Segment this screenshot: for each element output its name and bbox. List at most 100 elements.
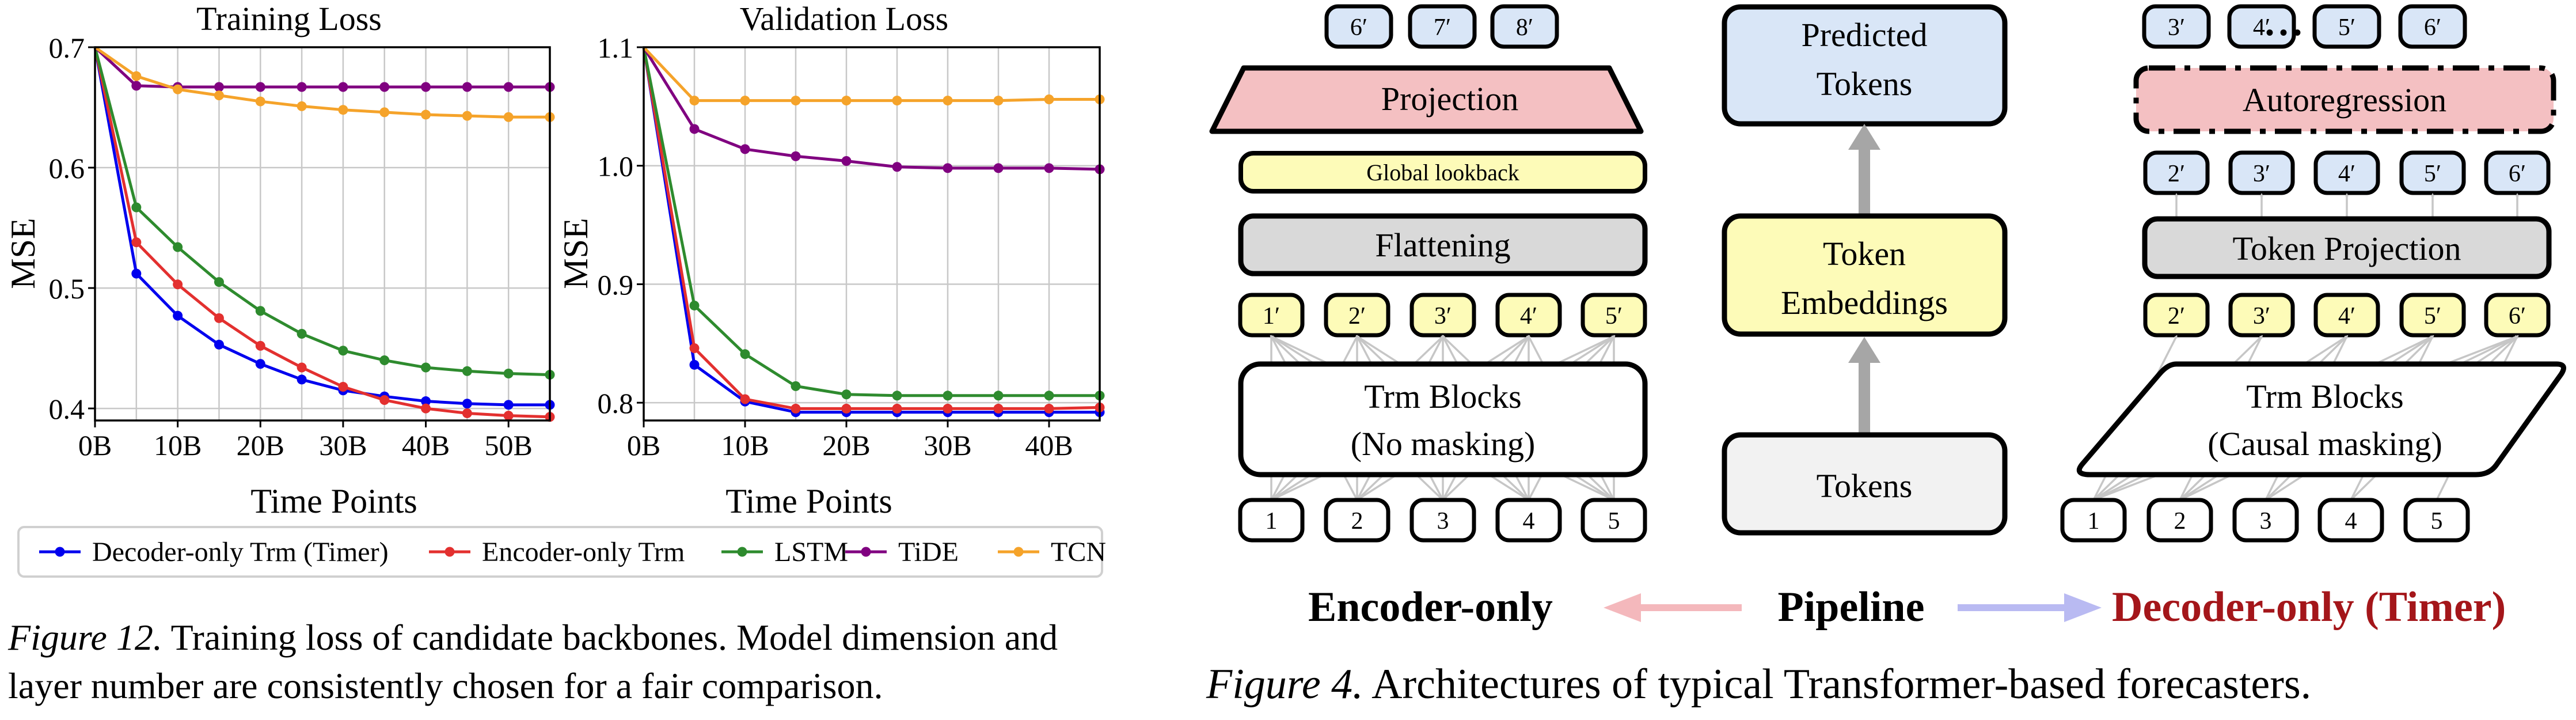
data-point — [503, 112, 514, 122]
plot-frame — [643, 46, 1101, 422]
token-box — [2232, 498, 2299, 543]
data-point — [689, 300, 700, 310]
legend-entry: Encoder-only Trm — [482, 537, 685, 567]
series-line-3 — [94, 46, 550, 89]
data-point — [740, 96, 750, 106]
series-line-0 — [642, 47, 1100, 414]
global-lookback-block — [1238, 151, 1647, 194]
encoder-hidden-tokens: 1′2′3′4′5′ — [1238, 293, 1647, 338]
token-label: 5 — [1608, 508, 1620, 535]
series-line-1 — [93, 47, 550, 419]
x-tick-label: 30B — [319, 429, 367, 461]
pipeline-architecture: Predicted Tokens Token Embeddings Tokens — [1722, 4, 2008, 536]
data-point — [214, 277, 224, 287]
data-point — [379, 355, 390, 365]
data-point — [462, 408, 472, 418]
trm-blocks-label: Trm Blocks — [1364, 378, 1521, 415]
data-point — [255, 306, 265, 316]
caption-text: Training loss of candidate backbones. Mo… — [8, 617, 1058, 706]
data-point — [993, 403, 1004, 414]
data-point — [1044, 163, 1054, 173]
y-tick-label: 1.0 — [598, 150, 634, 183]
decoder-arrowhead — [2064, 593, 2102, 622]
data-point — [993, 391, 1004, 401]
legend-entry: LSTM — [774, 537, 848, 567]
data-point — [740, 349, 750, 359]
y-tick-label: 0.6 — [49, 152, 85, 184]
data-point — [421, 362, 431, 373]
x-tick-label: 0B — [627, 429, 660, 461]
y-tick-label: 0.8 — [598, 387, 634, 419]
data-point — [689, 343, 700, 354]
token-label: 3 — [1437, 508, 1449, 535]
token-box — [2146, 498, 2213, 543]
y-tick-label: 0.7 — [49, 32, 85, 64]
y-tick-label: 1.1 — [598, 32, 634, 64]
decoder-autoregressive-tokens: 2′3′4′5′6′ — [2143, 150, 2551, 195]
data-point — [421, 403, 431, 414]
data-point — [214, 82, 224, 92]
data-point — [503, 411, 514, 421]
token-label: 2′ — [2168, 303, 2185, 329]
trm-blocks-no-masking — [1238, 361, 1648, 478]
data-point — [462, 82, 472, 92]
data-point — [338, 82, 348, 92]
pipeline-arrowhead-upper — [1848, 124, 1880, 150]
x-tick-label: 40B — [402, 429, 450, 461]
token-projection-block — [2142, 216, 2552, 279]
token-label: 6′ — [2424, 14, 2441, 41]
data-point — [214, 90, 224, 101]
token-box — [2142, 4, 2211, 49]
token-label: 4′ — [2338, 161, 2355, 187]
token-label: 5 — [2431, 508, 2443, 535]
data-point — [131, 81, 142, 91]
data-point — [297, 101, 307, 111]
legend-entry: Decoder-only Trm (Timer) — [92, 537, 389, 567]
data-point — [297, 374, 307, 385]
legend-swatch-marker — [444, 547, 455, 557]
data-point — [131, 237, 142, 248]
pipeline-arrowhead-lower — [1848, 337, 1880, 363]
projection-label: Projection — [1381, 80, 1518, 118]
data-point — [740, 394, 750, 404]
encoder-only-label: Encoder-only — [1308, 583, 1553, 631]
token-label: 4′ — [2338, 303, 2355, 329]
data-point — [338, 346, 348, 356]
token-box — [1408, 4, 1477, 49]
trm-blocks-sublabel: (No masking) — [1351, 425, 1536, 463]
tokens-label: Tokens — [1817, 467, 1913, 505]
autoregression-block — [2133, 65, 2556, 134]
decoder-only-label: Decoder-only (Timer) — [2112, 583, 2506, 631]
data-point — [255, 359, 265, 369]
token-box — [2312, 4, 2381, 49]
data-point — [892, 391, 902, 401]
token-label: 6′ — [2509, 303, 2526, 329]
series-line-3 — [642, 46, 1100, 171]
series-line-0 — [93, 47, 550, 407]
data-point — [462, 111, 472, 121]
token-label: 2′ — [2168, 161, 2185, 187]
plot-frame — [94, 46, 551, 422]
data-point — [214, 339, 224, 350]
token-label: 2 — [2174, 508, 2186, 535]
x-tick-label: 20B — [237, 429, 284, 461]
data-point — [255, 82, 265, 92]
data-point — [841, 389, 852, 400]
token-label: 4′ — [1520, 303, 1537, 329]
projection-block — [1209, 65, 1644, 134]
data-point — [791, 403, 801, 414]
legend-swatch-marker — [861, 547, 871, 557]
data-point — [689, 96, 700, 106]
autoregression-label: Autoregression — [2243, 81, 2446, 119]
data-point — [892, 162, 902, 172]
y-axis-label: MSE — [4, 218, 42, 289]
y-axis-label: MSE — [557, 218, 595, 289]
data-point — [379, 395, 390, 405]
data-point — [892, 96, 902, 106]
token-box — [2398, 4, 2467, 49]
chart-title: Training Loss — [196, 0, 382, 37]
